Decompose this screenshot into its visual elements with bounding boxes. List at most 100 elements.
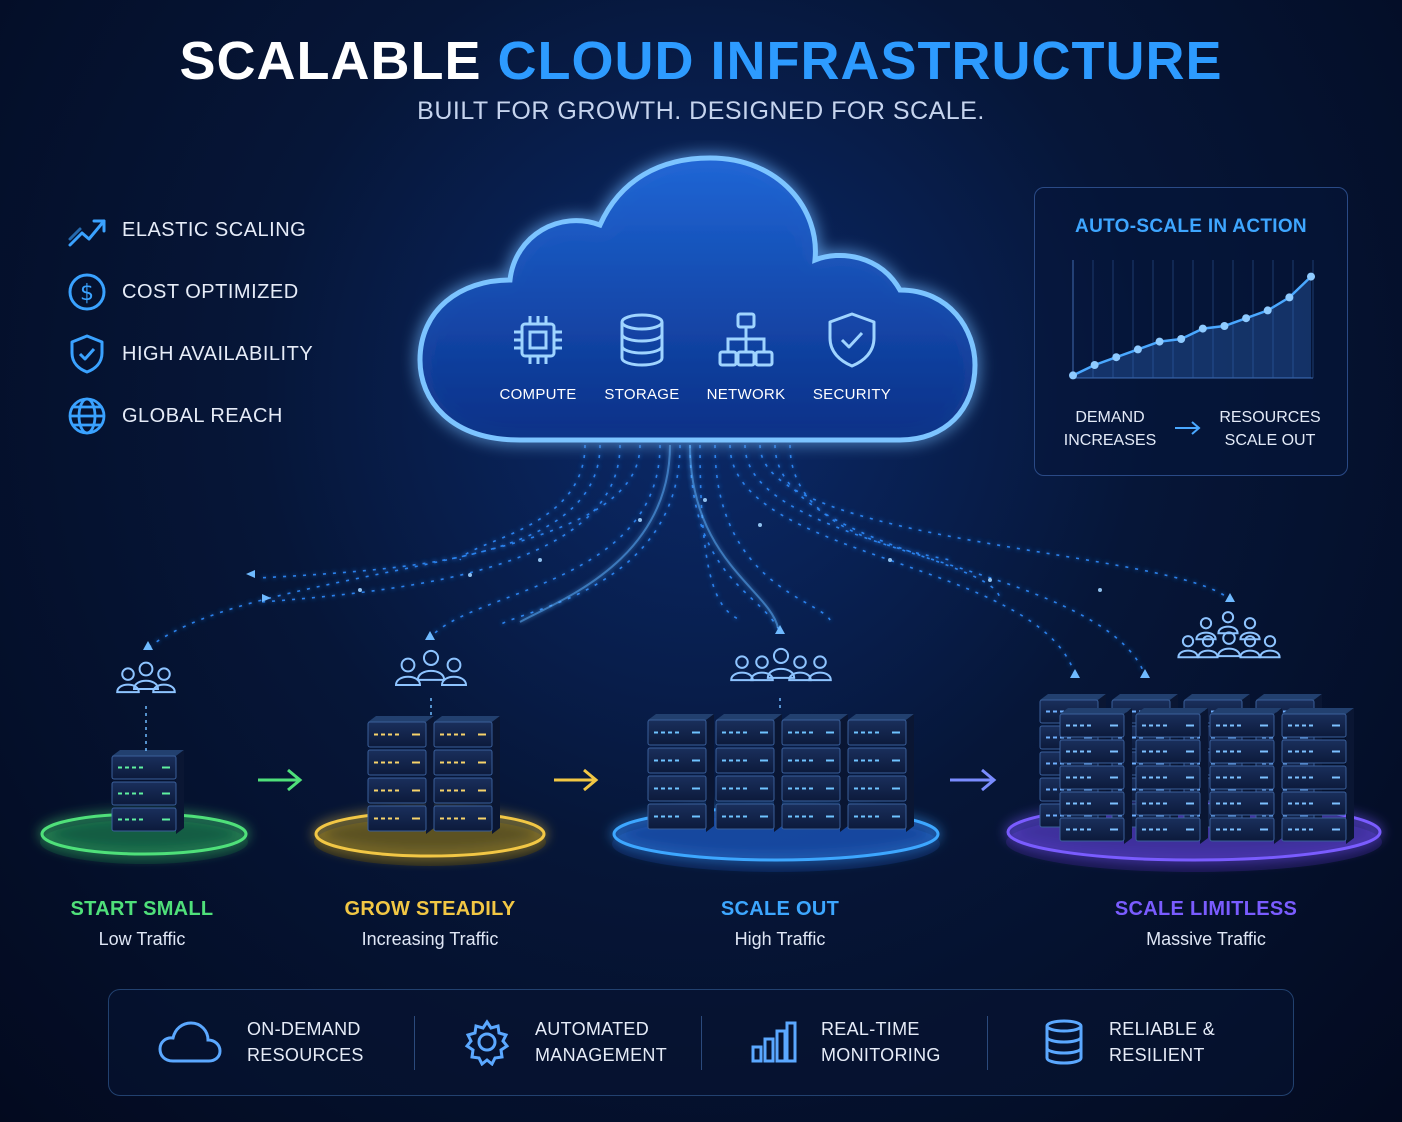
user-icon xyxy=(1217,611,1239,635)
stage-sub-scale-limitless: Massive Traffic xyxy=(1146,929,1266,949)
cloud-shape xyxy=(417,155,978,443)
server-rack xyxy=(715,714,782,832)
chart-point xyxy=(1198,324,1207,333)
cloud-item-network: NETWORK xyxy=(698,310,794,403)
user-icon xyxy=(766,647,796,679)
server-rack xyxy=(647,714,714,832)
feature-label: GLOBAL REACH xyxy=(122,404,283,427)
server-rack xyxy=(1209,708,1282,844)
user-icon xyxy=(750,655,774,682)
shield-check-icon xyxy=(828,312,876,368)
dollar-coin-icon: $ xyxy=(68,273,106,311)
server-rack xyxy=(1281,708,1354,844)
divider xyxy=(414,1016,415,1070)
user-icon xyxy=(132,661,160,690)
user-icon xyxy=(1197,635,1219,659)
stage-label-scale-out: SCALE OUT xyxy=(720,898,840,920)
bottom-item-label: RELIABLE &RESILIENT xyxy=(1109,1019,1216,1065)
page-title: SCALABLE CLOUD INFRASTRUCTURE xyxy=(0,30,1402,92)
gear-icon xyxy=(464,1019,510,1066)
stage-label-scale-limitless: SCALE LIMITLESS xyxy=(1114,898,1298,920)
server-rack xyxy=(367,716,434,834)
server-rack xyxy=(781,714,848,832)
cloud-item-security: SECURITY xyxy=(804,310,900,403)
shield-check-icon xyxy=(70,334,104,374)
user-icon xyxy=(788,655,812,682)
stage-arrows xyxy=(258,768,997,792)
user-groups xyxy=(116,611,1281,694)
cloud-item-label: SECURITY xyxy=(812,386,892,403)
page-subtitle: BUILT FOR GROWTH. DESIGNED FOR SCALE. xyxy=(417,97,985,125)
cloud-item-storage: STORAGE xyxy=(594,310,690,403)
chart-point xyxy=(1069,371,1077,380)
title-part-1: SCALABLE xyxy=(179,31,482,91)
divider xyxy=(701,1016,702,1070)
server-rack xyxy=(433,716,500,834)
feature-cost-optimized: $ COST OPTIMIZED xyxy=(66,272,366,312)
feature-global-reach: GLOBAL REACH xyxy=(66,396,366,436)
server-rack xyxy=(111,750,184,834)
chart-point xyxy=(1263,306,1272,315)
chart-point xyxy=(1177,335,1186,343)
server-rack xyxy=(847,714,914,832)
database-icon xyxy=(1045,1019,1083,1065)
chart-point xyxy=(1090,361,1099,369)
user-icon xyxy=(1217,631,1241,658)
stage-label-start-small: START SMALL xyxy=(70,898,214,920)
panel-title: AUTO-SCALE IN ACTION xyxy=(1075,216,1307,237)
chart-point xyxy=(1220,322,1229,330)
stage-label-grow-steadily: GROW STEADILY xyxy=(344,898,516,920)
arrow-right-icon xyxy=(1175,421,1201,435)
feature-elastic-scaling: ELASTIC SCALING xyxy=(66,210,366,250)
globe-icon xyxy=(68,397,106,435)
cloud-item-label: NETWORK xyxy=(706,386,786,403)
cloud-item-compute: COMPUTE xyxy=(490,310,586,403)
user-icon xyxy=(116,667,140,694)
user-icon xyxy=(1259,635,1281,659)
user-icon xyxy=(1177,635,1199,659)
user-icon xyxy=(730,655,754,682)
chart-point xyxy=(1133,345,1142,354)
user-icon xyxy=(394,657,422,686)
feature-label: COST OPTIMIZED xyxy=(122,280,299,303)
chart-point xyxy=(1155,337,1164,346)
title-part-2: CLOUD INFRASTRUCTURE xyxy=(497,31,1223,91)
server-rack xyxy=(1135,708,1208,844)
user-icon xyxy=(416,649,446,681)
stage-sub-start-small: Low Traffic xyxy=(98,929,186,949)
svg-text:$: $ xyxy=(80,281,94,306)
bar-chart-icon xyxy=(751,1021,797,1063)
trend-up-icon xyxy=(68,219,106,247)
divider xyxy=(987,1016,988,1070)
chart-point xyxy=(1112,353,1121,362)
user-icon xyxy=(440,657,468,686)
server-rack xyxy=(1059,708,1132,844)
stage-sub-scale-out: High Traffic xyxy=(734,929,826,949)
cloud-item-label: COMPUTE xyxy=(499,386,577,403)
user-icon xyxy=(1239,617,1261,641)
cloud-outline-icon xyxy=(158,1021,222,1063)
chart-point xyxy=(1307,272,1315,281)
feature-high-availability: HIGH AVAILABILITY xyxy=(66,334,366,374)
user-icon xyxy=(808,655,832,682)
feature-label: ELASTIC SCALING xyxy=(122,218,307,241)
cloud-item-label: STORAGE xyxy=(604,386,680,403)
bottom-item-reliable: RELIABLE &RESILIENT xyxy=(1043,990,1289,1094)
server-racks xyxy=(111,694,1354,844)
cpu-chip-icon xyxy=(514,316,562,364)
chart-point xyxy=(1242,314,1251,323)
database-icon xyxy=(620,313,664,367)
